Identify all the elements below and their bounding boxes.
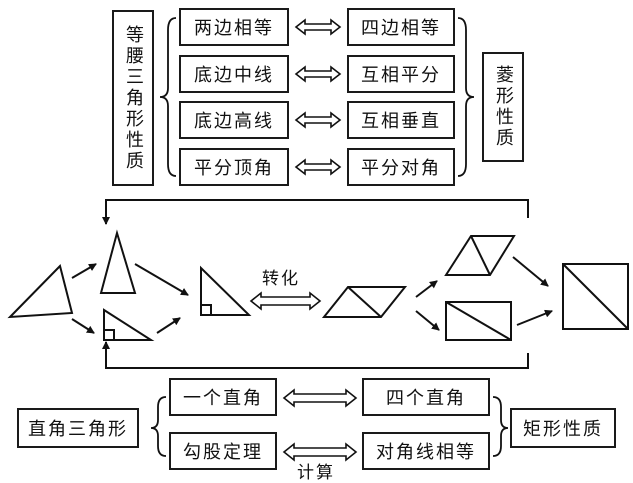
rhombus-diagonal <box>470 235 491 276</box>
top-feedback-line <box>102 199 529 225</box>
parallelogram <box>321 286 408 318</box>
rhombus-item-4: 平分对角 <box>347 148 455 186</box>
rhombus-item-2: 互相平分 <box>347 55 455 93</box>
right-angle-mark-2 <box>200 304 212 316</box>
isosceles-item-4: 平分顶角 <box>179 148 289 186</box>
isosceles-item-1: 两边相等 <box>179 8 289 46</box>
isosceles-item-3: 底边高线 <box>179 101 289 139</box>
right-triangle <box>200 265 252 316</box>
rectangle-shape <box>445 301 512 341</box>
rhombus-brace <box>457 17 475 177</box>
general-triangle <box>7 264 74 319</box>
isosceles-title: 等腰三角形性质 <box>123 24 144 172</box>
isosceles-item-2: 底边中线 <box>179 55 289 93</box>
arrow-general-to-right-small <box>71 318 95 334</box>
rectangle-item-1: 四个直角 <box>362 378 490 416</box>
compute-label: 计算 <box>297 463 335 483</box>
parallelogram-diagonal <box>347 286 382 318</box>
right-triangle-item-1: 一个直角 <box>169 378 277 416</box>
rectangle-title-box: 矩形性质 <box>510 408 616 448</box>
rhombus-item-3: 互相垂直 <box>347 101 455 139</box>
arrow-rectangle-to-square <box>516 309 553 326</box>
arrow-para-to-rhombus <box>415 280 438 298</box>
bottom-feedback-line <box>102 341 529 369</box>
right-angle-mark-1 <box>103 329 115 341</box>
arrow-rhombus-to-square <box>512 256 549 287</box>
double-arrow-row4 <box>294 158 342 176</box>
double-arrow-bottom2 <box>282 442 358 462</box>
arrow-right-small-to-right <box>156 317 181 334</box>
square-shape <box>562 263 629 330</box>
rhombus-item-1: 四边相等 <box>347 8 455 46</box>
arrow-general-to-isosceles <box>71 263 97 279</box>
rectangle-brace <box>492 396 509 457</box>
double-arrow-bottom1 <box>282 388 358 408</box>
rectangle-item-2: 对角线相等 <box>362 432 490 470</box>
rhombus-shape <box>444 235 516 276</box>
square-diagonal <box>562 263 629 330</box>
isosceles-triangle <box>99 229 137 294</box>
right-triangle-title-box: 直角三角形 <box>17 408 139 448</box>
double-arrow-row3 <box>294 111 342 129</box>
double-arrow-transform <box>249 291 322 311</box>
right-triangle-brace <box>150 396 167 457</box>
arrow-isosceles-to-right <box>134 263 189 296</box>
arrow-para-to-rectangle <box>415 310 440 331</box>
small-right-triangle <box>103 308 155 341</box>
rhombus-title-box: 菱形性质 <box>482 52 524 162</box>
isosceles-brace <box>159 17 177 177</box>
transform-label: 转化 <box>262 269 300 289</box>
double-arrow-row1 <box>294 18 342 36</box>
rectangle-title: 矩形性质 <box>523 419 603 440</box>
rhombus-title: 菱形性质 <box>493 65 514 149</box>
isosceles-title-box: 等腰三角形性质 <box>112 10 154 186</box>
double-arrow-row2 <box>294 65 342 83</box>
right-triangle-item-2: 勾股定理 <box>169 432 277 470</box>
rectangle-diagonal <box>445 301 512 341</box>
right-triangle-title: 直角三角形 <box>28 419 128 440</box>
